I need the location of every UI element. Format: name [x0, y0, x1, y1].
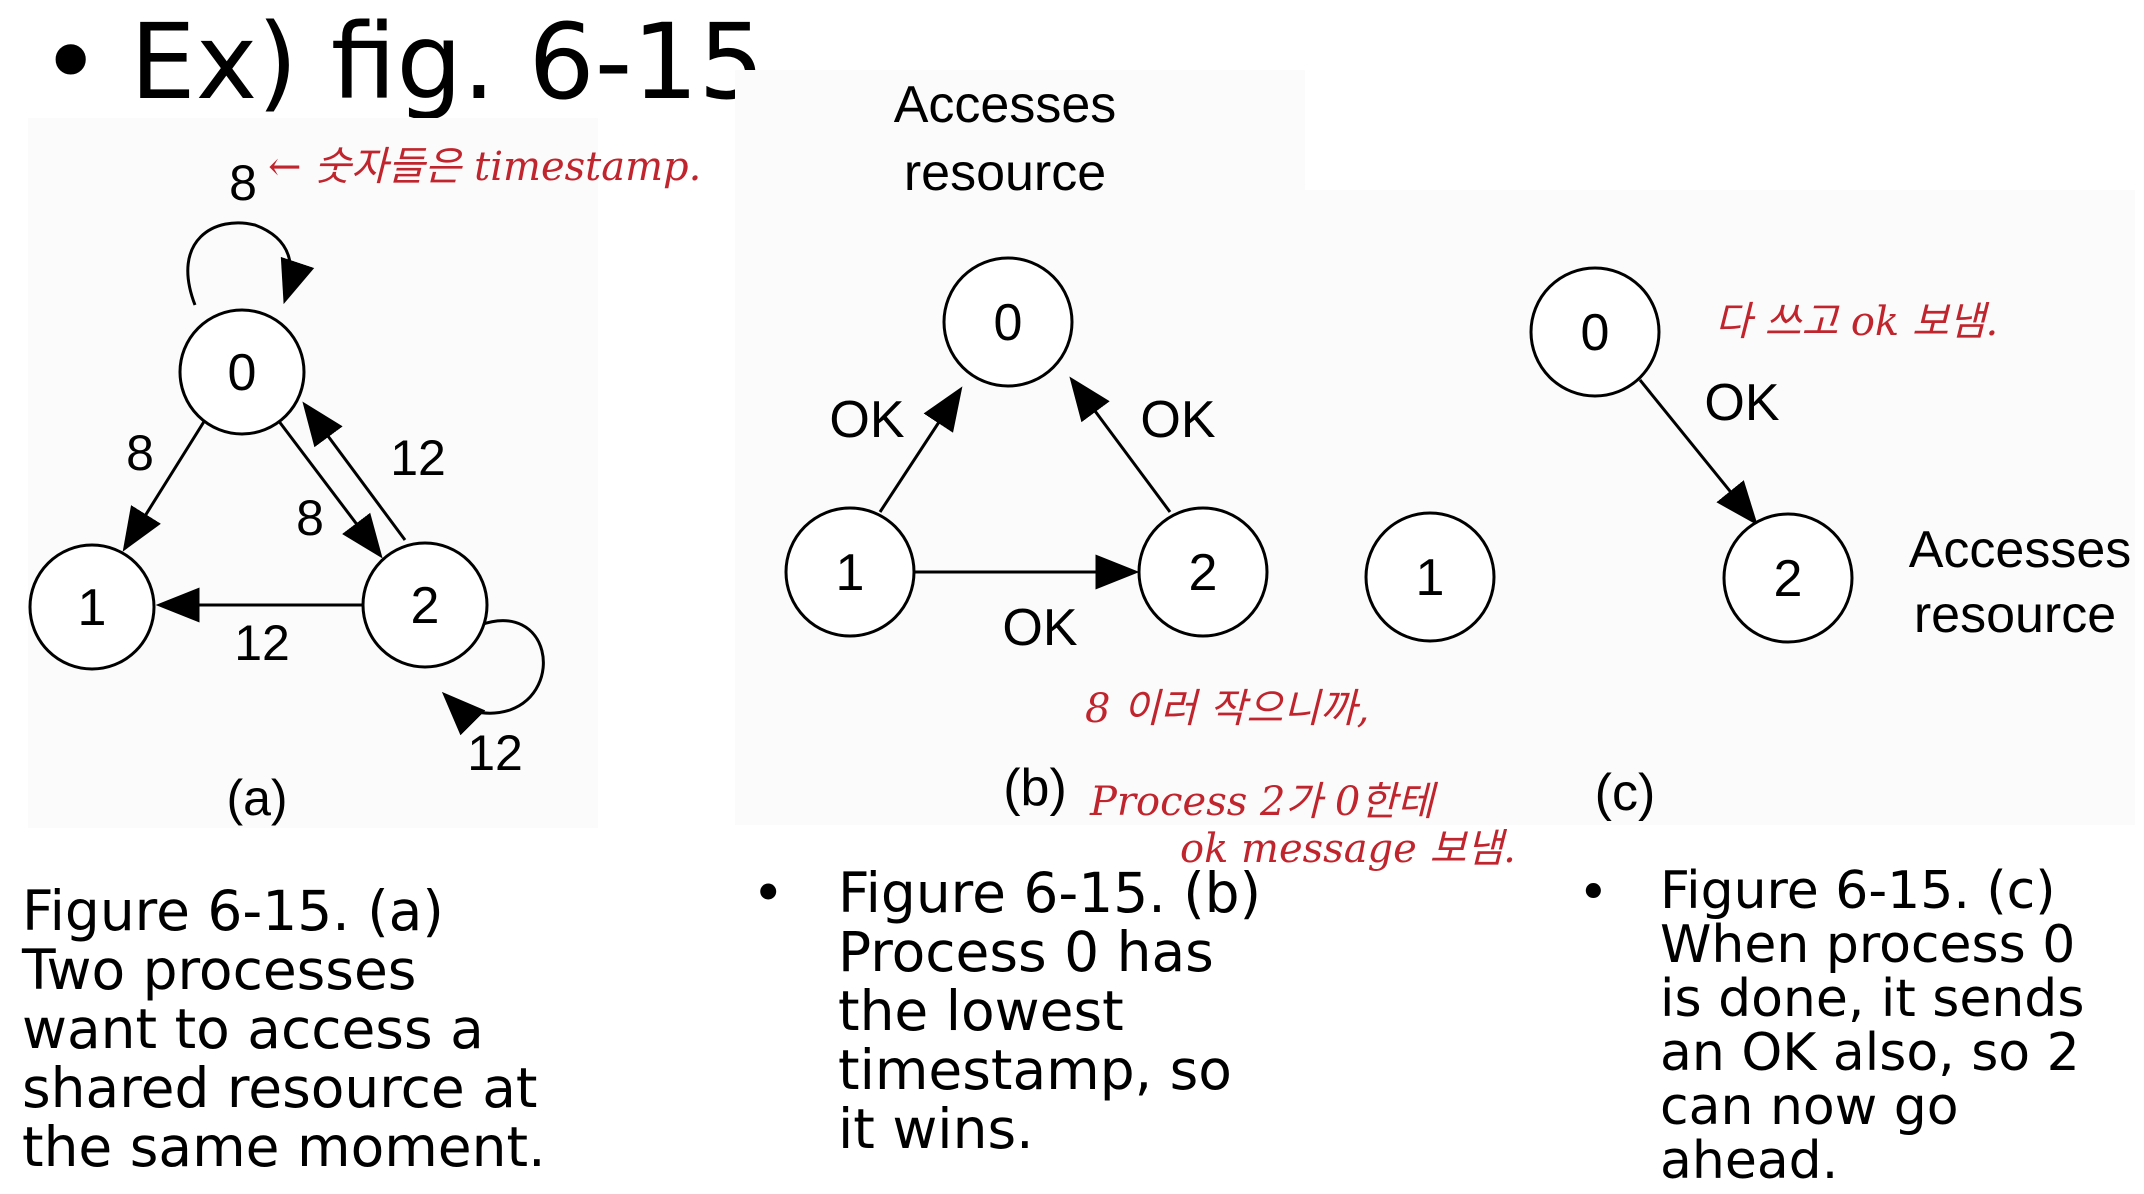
caption-c-bullet: •	[1578, 863, 1609, 923]
node-b-1	[784, 506, 916, 638]
node-b-0	[942, 256, 1074, 388]
edge-b-2-to-0	[1069, 376, 1172, 513]
edge-a-2-to-0-label: 12	[390, 430, 446, 486]
annotation-b-line1: 8 이러 작으니까,	[1085, 686, 1369, 732]
heading-bullet: •	[40, 1, 102, 123]
caption-a-line: Figure 6-15. (a)	[22, 879, 444, 943]
edge-a-2-to-1-label: 12	[234, 615, 290, 671]
node-c-0	[1529, 266, 1661, 398]
diagram-c-title-line2: resource	[1914, 586, 2116, 644]
edge-c-0-to-2	[1638, 379, 1758, 526]
caption-b-line: Figure 6-15. (b)	[838, 861, 1262, 925]
edge-b-2-to-0-label: OK	[1140, 391, 1215, 449]
diagram-c-label: (c)	[1595, 764, 1656, 822]
caption-b: Figure 6-15. (b) Process 0 has the lowes…	[838, 864, 1261, 1159]
node-c-1-label: 1	[1416, 549, 1445, 607]
node-b-2-label: 2	[1189, 544, 1218, 602]
node-a-0-label: 0	[228, 344, 257, 402]
caption-c-line: is done, it sends	[1660, 969, 2085, 1029]
caption-b-line: the lowest	[838, 979, 1124, 1043]
edge-a-0-to-1-label: 8	[126, 425, 154, 481]
edge-a-self-2	[441, 619, 545, 736]
edge-a-self-2-label: 12	[467, 725, 523, 781]
edge-b-1-to-2-label: OK	[1002, 599, 1077, 657]
edge-c-0-to-2-label: OK	[1704, 374, 1779, 432]
caption-c-line: ahead.	[1660, 1131, 1839, 1191]
caption-a: Figure 6-15. (a) Two processes want to a…	[22, 882, 546, 1177]
node-c-2	[1722, 512, 1854, 644]
diagram-b-panel	[735, 70, 1305, 825]
caption-c: Figure 6-15. (c) When process 0 is done,…	[1660, 864, 2084, 1188]
caption-c-line: an OK also, so 2	[1660, 1023, 2080, 1083]
edge-a-0-to-2-label: 8	[296, 490, 324, 546]
node-a-0	[178, 308, 306, 436]
edge-a-2-to-0	[302, 401, 407, 541]
diagram-a-label: (a)	[226, 770, 287, 826]
caption-a-line: shared resource at	[22, 1056, 538, 1120]
node-a-1-label: 1	[78, 579, 107, 637]
annotation-b-line3: ok message 보냄.	[1180, 826, 1516, 872]
heading-text: Ex) fig. 6-15	[130, 1, 765, 123]
diagram-a: 8 ← 숫자들은 timestamp. 8 8 12 12 12 0 1 2 (…	[28, 144, 701, 826]
caption-b-line: it wins.	[838, 1097, 1034, 1161]
node-a-2	[361, 541, 489, 669]
caption-a-line: the same moment.	[22, 1115, 546, 1179]
annotation-a-timestamp: ← 숫자들은 timestamp.	[268, 144, 701, 190]
node-a-2-label: 2	[411, 577, 440, 635]
node-a-1	[28, 543, 156, 671]
node-b-1-label: 1	[836, 544, 865, 602]
edge-a-self-0	[186, 221, 315, 306]
edge-a-self-0-label: 8	[229, 155, 257, 211]
diagram-a-panel	[28, 118, 598, 828]
caption-b-line: Process 0 has	[838, 920, 1214, 984]
node-c-1	[1364, 511, 1496, 643]
node-c-2-label: 2	[1774, 550, 1803, 608]
edge-a-0-to-2	[276, 419, 383, 559]
node-c-0-label: 0	[1581, 304, 1610, 362]
caption-a-line: want to access a	[22, 997, 484, 1061]
diagram-c-title-line1: Accesses	[1909, 521, 2132, 579]
diagram-b-title-line1: Accesses	[894, 76, 1117, 134]
caption-b-bullet: •	[752, 861, 785, 925]
diagram-b: Accesses resource OK OK OK 0 1 2 (b) 8 이…	[784, 76, 1516, 872]
annotation-b-line2: Process 2가 0한테	[1089, 779, 1438, 825]
caption-b-line: timestamp, so	[838, 1038, 1232, 1102]
diagram-c: OK 0 1 2 Accesses resource 다 쓰고 ok 보냄. (…	[1364, 266, 2132, 822]
diagram-b-title-line2: resource	[904, 144, 1106, 202]
node-b-0-label: 0	[994, 294, 1023, 352]
caption-c-line: can now go	[1660, 1077, 1959, 1137]
annotation-c: 다 쓰고 ok 보냄.	[1715, 299, 1998, 345]
caption-c-line: When process 0	[1660, 915, 2076, 975]
edge-b-1-to-0	[878, 386, 963, 513]
edge-a-0-to-1	[122, 419, 207, 552]
caption-c-line: Figure 6-15. (c)	[1660, 861, 2056, 921]
slide-heading: •Ex) fig. 6-15	[40, 0, 765, 125]
edge-b-1-to-0-label: OK	[829, 391, 904, 449]
node-b-2	[1137, 506, 1269, 638]
caption-a-line: Two processes	[22, 938, 417, 1002]
diagram-b-label: (b)	[1003, 759, 1067, 817]
